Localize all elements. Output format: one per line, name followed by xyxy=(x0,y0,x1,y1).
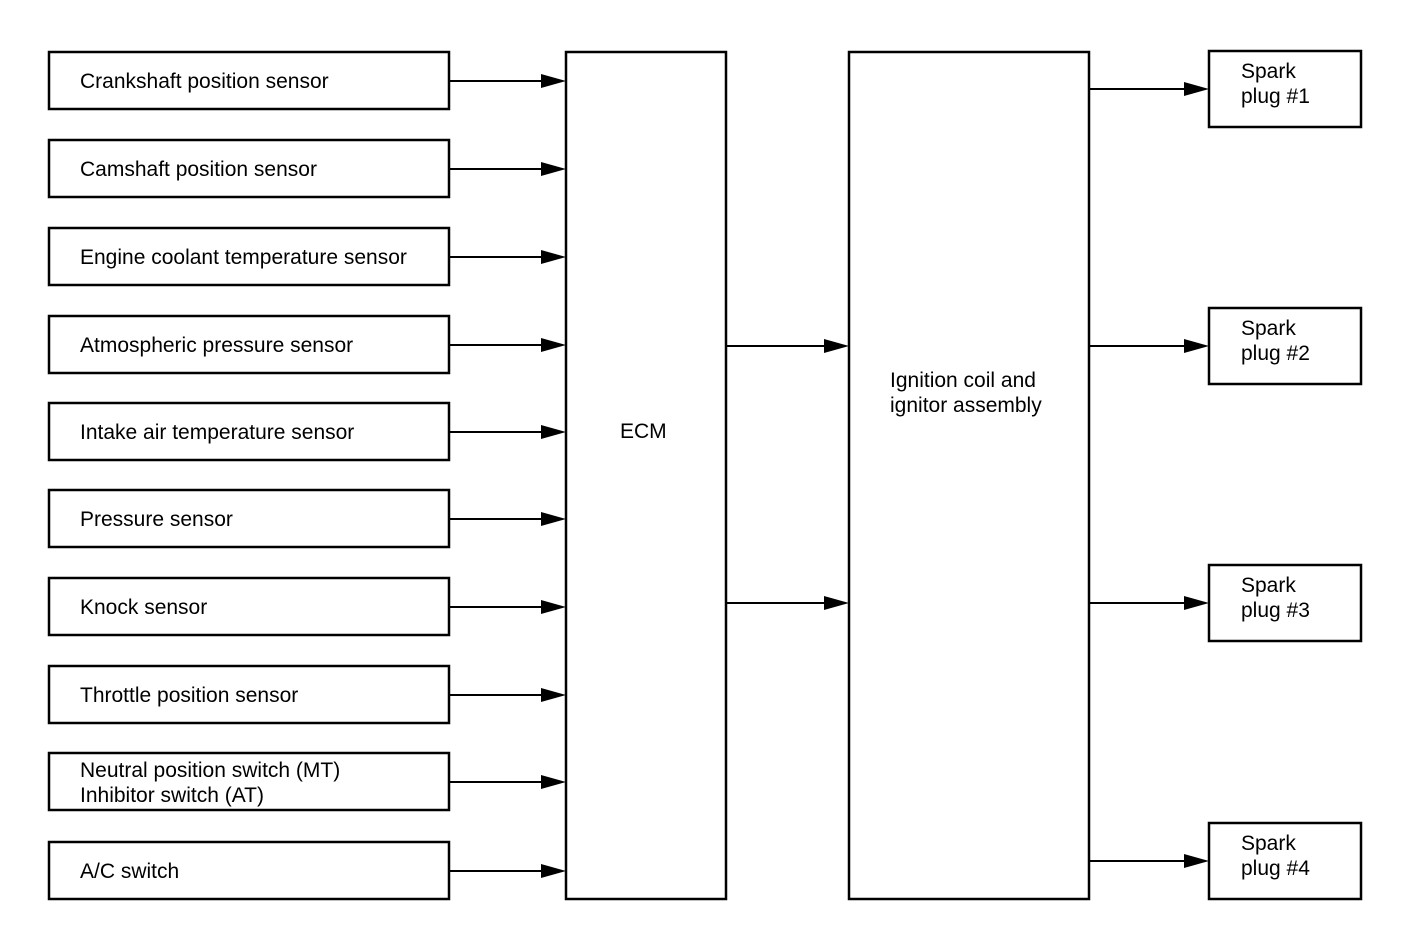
sensor-box: Pressure sensor xyxy=(47,488,566,549)
spark-plug-label-line: plug #4 xyxy=(1241,857,1310,880)
sensor-label: Crankshaft position sensor xyxy=(80,70,329,93)
arrowhead-icon xyxy=(541,338,566,352)
sensor-label: Neutral position switch (MT)Inhibitor sw… xyxy=(80,759,340,807)
sensor-box: Throttle position sensor xyxy=(47,664,566,725)
spark-plug-label-line: Spark xyxy=(1241,60,1296,83)
sensor-label-line: Crankshaft position sensor xyxy=(80,70,329,93)
arrowhead-icon xyxy=(541,425,566,439)
ecm-to-ignition-connection xyxy=(727,596,849,610)
sensor-box: Crankshaft position sensor xyxy=(47,50,566,111)
ignition-coil-label-line: Ignition coil and xyxy=(890,369,1036,392)
sensor-label: A/C switch xyxy=(80,860,179,883)
ignition-coil-block: Ignition coil and ignitor assembly xyxy=(847,50,1091,901)
sensor-label-line: Atmospheric pressure sensor xyxy=(80,334,353,357)
sensor-box: A/C switch xyxy=(47,840,566,901)
arrowhead-icon xyxy=(541,600,566,614)
sensor-label: Pressure sensor xyxy=(80,508,233,531)
sensor-box: Neutral position switch (MT)Inhibitor sw… xyxy=(47,751,566,812)
sensor-label-line: Neutral position switch (MT) xyxy=(80,759,340,782)
arrowhead-icon xyxy=(1184,854,1209,868)
sensor-label-line: Inhibitor switch (AT) xyxy=(80,784,264,807)
ignition-coil-label-line: ignitor assembly xyxy=(890,394,1042,417)
ecm-label: ECM xyxy=(620,420,667,443)
sensor-label-line: Intake air temperature sensor xyxy=(80,421,354,444)
spark-plug-label-line: Spark xyxy=(1241,832,1296,855)
arrowhead-icon xyxy=(541,512,566,526)
arrowhead-icon xyxy=(541,775,566,789)
sensor-box: Engine coolant temperature sensor xyxy=(47,226,566,287)
arrowhead-icon xyxy=(824,339,849,353)
sensor-label-line: Throttle position sensor xyxy=(80,684,298,707)
arrowhead-icon xyxy=(824,596,849,610)
spark-plug-label-line: plug #3 xyxy=(1241,599,1310,622)
sensor-box: Intake air temperature sensor xyxy=(47,401,566,462)
spark-plug-label-line: plug #1 xyxy=(1241,85,1310,108)
sensor-label-line: Engine coolant temperature sensor xyxy=(80,246,407,269)
arrowhead-icon xyxy=(1184,596,1209,610)
spark-plug-label-line: plug #2 xyxy=(1241,342,1310,365)
sensor-label: Engine coolant temperature sensor xyxy=(80,246,407,269)
spark-plug-label-line: Spark xyxy=(1241,574,1296,597)
spark-plug-label-line: Spark xyxy=(1241,317,1296,340)
sensor-box: Knock sensor xyxy=(47,576,566,637)
sensor-label: Throttle position sensor xyxy=(80,684,298,707)
arrowhead-icon xyxy=(541,250,566,264)
ignition-coil-label: Ignition coil and ignitor assembly xyxy=(890,369,1042,417)
sensor-label-line: A/C switch xyxy=(80,860,179,883)
sensor-box: Atmospheric pressure sensor xyxy=(47,314,566,375)
arrowhead-icon xyxy=(541,864,566,878)
sensor-box: Camshaft position sensor xyxy=(47,138,566,199)
arrowhead-icon xyxy=(541,688,566,702)
arrowhead-icon xyxy=(541,162,566,176)
sensor-label-line: Pressure sensor xyxy=(80,508,233,531)
ecm-to-ignition-connection xyxy=(727,339,849,353)
sensor-label: Atmospheric pressure sensor xyxy=(80,334,353,357)
ecm-block: ECM xyxy=(564,50,728,901)
sensor-label: Intake air temperature sensor xyxy=(80,421,354,444)
sensor-label-line: Knock sensor xyxy=(80,596,207,619)
sensor-label: Camshaft position sensor xyxy=(80,158,317,181)
arrowhead-icon xyxy=(541,74,566,88)
arrowhead-icon xyxy=(1184,339,1209,353)
sensor-label: Knock sensor xyxy=(80,596,207,619)
sensor-label-line: Camshaft position sensor xyxy=(80,158,317,181)
arrowhead-icon xyxy=(1184,82,1209,96)
